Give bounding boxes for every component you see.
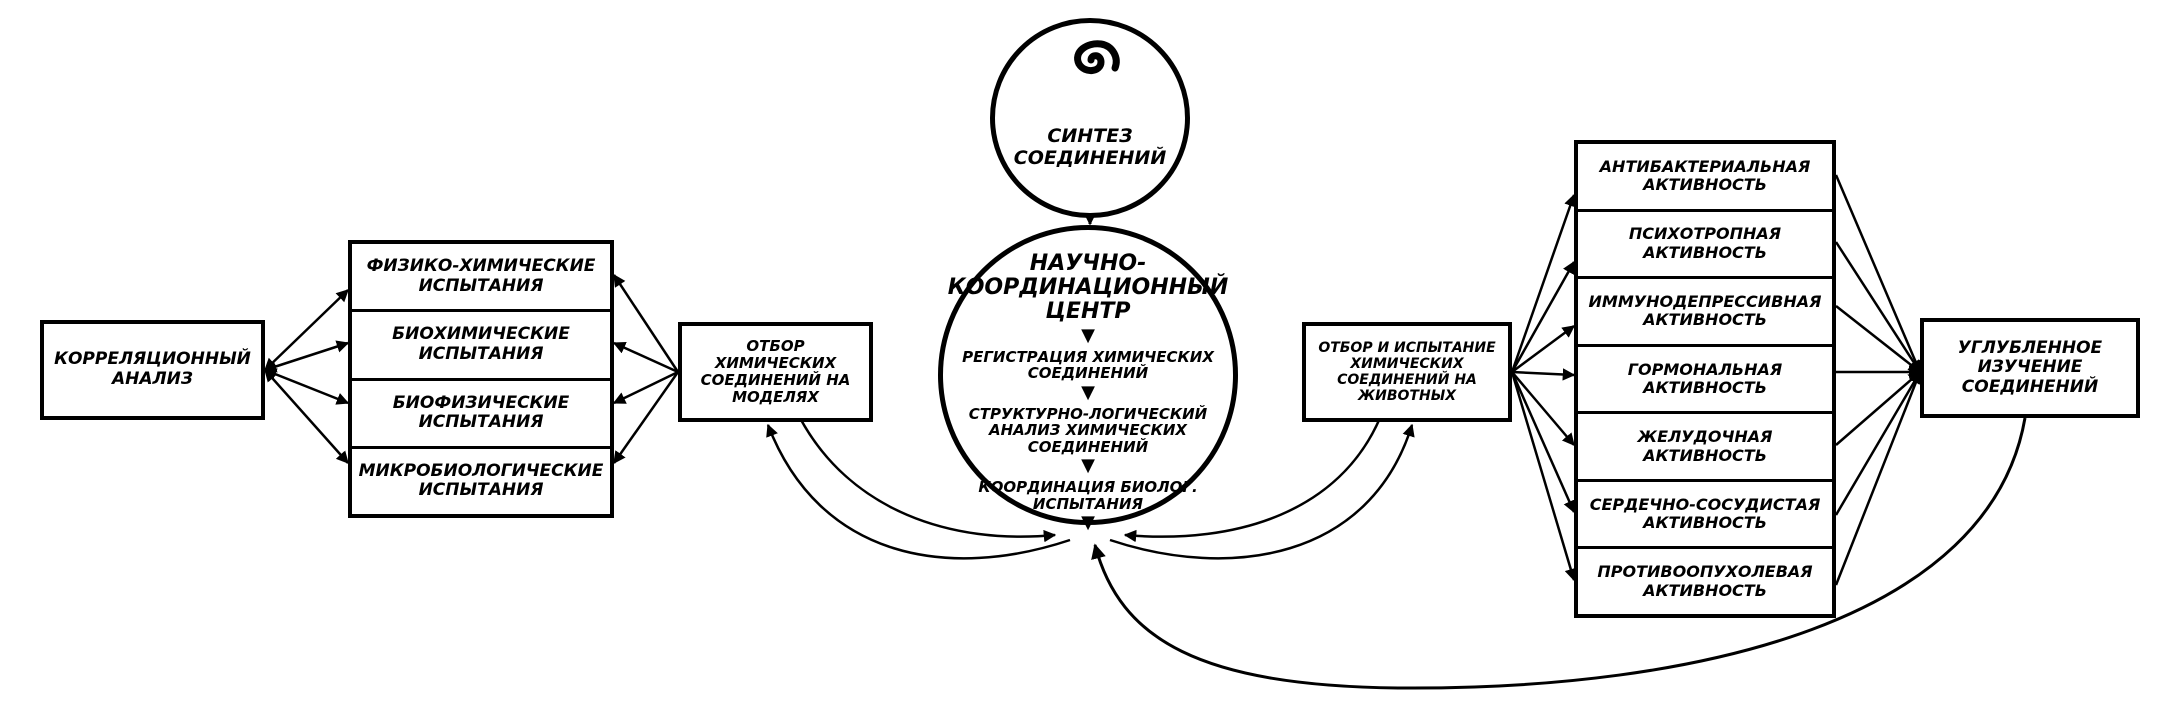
deep-study-label: УГЛУБЛЕННОЕ ИЗУЧЕНИЕ СОЕДИНЕНИЙ (1957, 337, 2103, 397)
correlation-analysis-box: КОРРЕЛЯЦИОННЫЙ АНАЛИЗ (40, 320, 265, 420)
arrow-animal-activity-4 (1511, 368, 1576, 381)
test-item: БИОХИМИЧЕСКИЕ ИСПЫТАНИЯ (352, 312, 610, 381)
tests-stack: ФИЗИКО-ХИМИЧЕСКИЕ ИСПЫТАНИЯ БИОХИМИЧЕСКИ… (348, 240, 614, 518)
arrow-activity-7-deep (1834, 370, 1922, 586)
down-arrow-icon: ▼ (1081, 381, 1095, 403)
arrow-activity-5-deep (1835, 371, 1921, 446)
arrow-animal-activity-7 (1510, 371, 1577, 582)
arrow-model-test-1 (612, 273, 680, 373)
arrow-animal-activity-3 (1511, 324, 1576, 374)
arrow-correlation-test-2 (263, 340, 350, 373)
model-selection-label: ОТБОР ХИМИЧЕСКИХ СОЕДИНЕНИЙ НА МОДЕЛЯХ (700, 336, 851, 407)
test-item: БИОФИЗИЧЕСКИЕ ИСПЫТАНИЯ (352, 381, 610, 449)
synthesis-spiral-icon (1074, 40, 1120, 74)
arrow-correlation-test-3 (263, 368, 350, 405)
arrow-animal-activity-6 (1510, 371, 1576, 514)
deep-study-box: УГЛУБЛЕННОЕ ИЗУЧЕНИЕ СОЕДИНЕНИЙ (1920, 318, 2140, 418)
down-arrow-icon: ▼ (1081, 324, 1095, 346)
curve-animal-to-center (1123, 417, 1382, 543)
arrow-model-test-2 (612, 341, 679, 374)
activity-item: АНТИБАКТЕРИАЛЬНАЯ АКТИВНОСТЬ (1578, 144, 1832, 212)
arrow-activity-6-deep (1834, 370, 1922, 516)
arrow-animal-activity-1 (1510, 193, 1577, 373)
test-item: МИКРОБИОЛОГИЧЕСКИЕ ИСПЫТАНИЯ (358, 460, 604, 501)
activity-item: ПРОТИВООПУХОЛЕВАЯ АКТИВНОСТЬ (1597, 562, 1813, 600)
model-selection-box: ОТБОР ХИМИЧЕСКИХ СОЕДИНЕНИЙ НА МОДЕЛЯХ (678, 322, 873, 422)
arrow-animal-activity-5 (1511, 371, 1575, 446)
curve-center-to-animal (1109, 423, 1415, 560)
down-arrow-icon: ▼ (1081, 455, 1095, 477)
arrow-model-test-3 (612, 370, 679, 405)
correlation-label: КОРРЕЛЯЦИОННЫЙ АНАЛИЗ (54, 349, 251, 389)
activity-item: ПСИХОТРОПНАЯ АКТИВНОСТЬ (1578, 212, 1832, 280)
center-step: РЕГИСТРАЦИЯ ХИМИЧЕСКИХ СОЕДИНЕНИЙ (962, 347, 1214, 383)
arrow-activity-3-deep (1835, 305, 1921, 373)
activity-item: ИММУНОДЕПРЕССИВНАЯ АКТИВНОСТЬ (1578, 279, 1832, 347)
activity-item: ГОРМОНАЛЬНАЯ АКТИВНОСТЬ (1578, 347, 1832, 415)
center-step: КООРДИНАЦИЯ БИОЛОГ. ИСПЫТАНИЯ (978, 478, 1198, 513)
animal-selection-box: ОТБОР И ИСПЫТАНИЕ ХИМИЧЕСКИХ СОЕДИНЕНИЙ … (1302, 322, 1512, 422)
down-arrow-icon: ▼ (1081, 512, 1095, 534)
arrow-correlation-test-1 (264, 289, 349, 371)
arrow-model-test-4 (612, 371, 680, 465)
synthesis-node: СИНТЕЗ СОЕДИНЕНИЙ (990, 18, 1190, 218)
curve-deep-to-center (1091, 417, 2027, 690)
activities-stack: АНТИБАКТЕРИАЛЬНАЯ АКТИВНОСТЬ ПСИХОТРОПНА… (1574, 140, 1836, 618)
coordination-center-node: НАУЧНО-КООРДИНАЦИОННЫЙ ЦЕНТР ▼ РЕГИСТРАЦ… (938, 225, 1238, 532)
arrow-animal-activity-2 (1510, 260, 1576, 373)
test-item: ФИЗИКО-ХИМИЧЕСКИЕ ИСПЫТАНИЯ (352, 244, 610, 313)
arrow-activity-2-deep (1834, 241, 1922, 374)
arrow-activity-1-deep (1834, 174, 1922, 374)
center-step: СТРУКТУРНО-ЛОГИЧЕСКИЙ АНАЛИЗ ХИМИЧЕСКИХ … (968, 404, 1208, 456)
curve-center-to-model (766, 423, 1071, 560)
curve-model-to-center (798, 417, 1057, 543)
activity-item: СЕРДЕЧНО-СОСУДИСТАЯ АКТИВНОСТЬ (1578, 482, 1832, 550)
arrow-correlation-test-4 (264, 369, 349, 464)
center-title: НАУЧНО-КООРДИНАЦИОННЫЙ ЦЕНТР (947, 251, 1229, 325)
animal-selection-label: ОТБОР И ИСПЫТАНИЕ ХИМИЧЕСКИХ СОЕДИНЕНИЙ … (1318, 339, 1496, 405)
synthesis-label: СИНТЕЗ СОЕДИНЕНИЙ (1013, 125, 1167, 169)
activity-item: ЖЕЛУДОЧНАЯ АКТИВНОСТЬ (1578, 414, 1832, 482)
